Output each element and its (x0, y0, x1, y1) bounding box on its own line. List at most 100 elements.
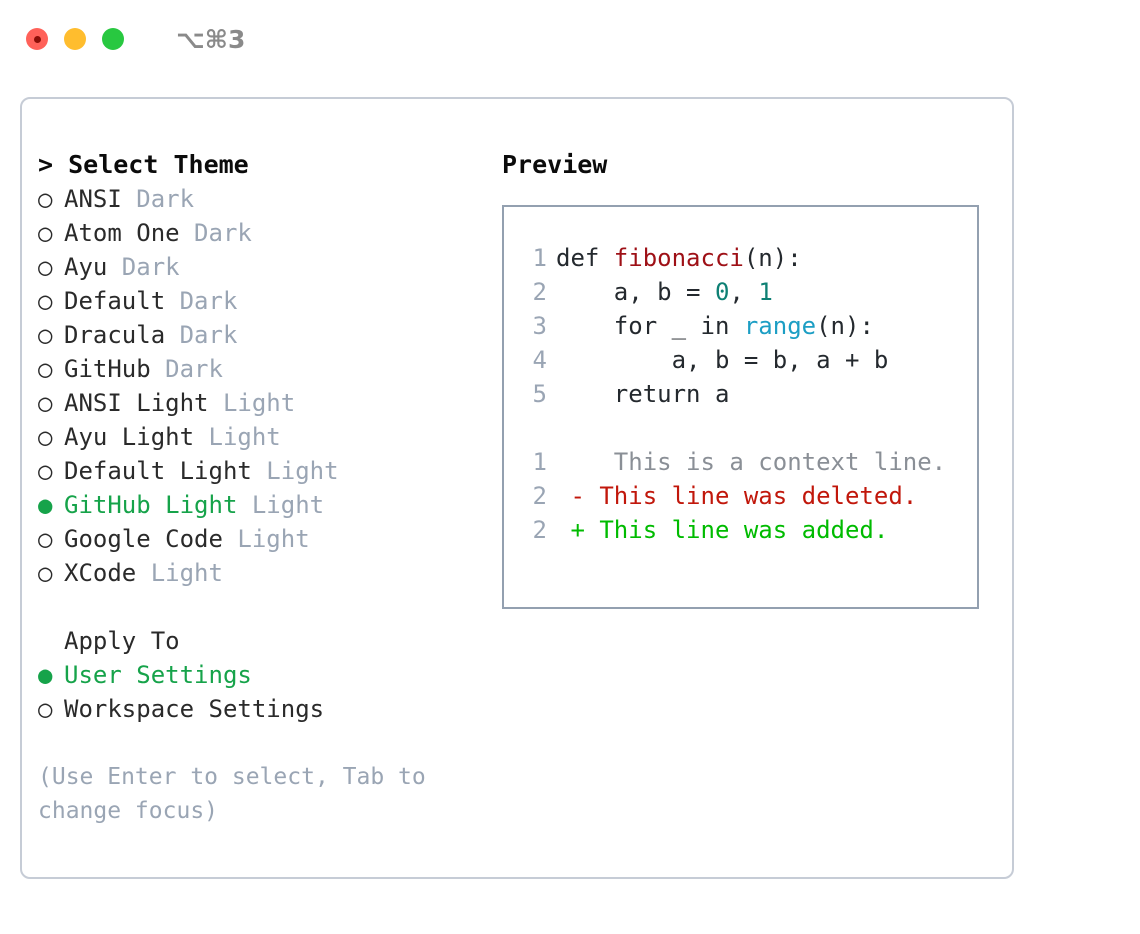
theme-variant-tag: Light (194, 423, 281, 451)
code-line-content: return a (556, 377, 730, 411)
radio-unselected-icon: ○ (38, 253, 53, 281)
diff-line-ctx: 1 This is a context line. (504, 445, 977, 479)
theme-variant-tag: Dark (179, 219, 252, 247)
theme-variant-tag: Dark (121, 185, 195, 213)
code-token-plain: (n): (816, 312, 874, 340)
apply-to-option-workspace-settings[interactable]: ○Workspace Settings (38, 692, 498, 726)
theme-variant-tag: Dark (165, 321, 238, 349)
apply-to-heading-label: Apply To (64, 627, 180, 655)
minimize-button[interactable] (64, 28, 86, 50)
code-token-plain: a, b = b, a + b (556, 346, 889, 374)
radio-unselected-icon: ○ (38, 559, 53, 587)
theme-option-atom-one[interactable]: ○ Atom One Dark (38, 216, 498, 250)
code-token-kw: return a (556, 380, 730, 408)
code-line-number: 2 (532, 278, 547, 306)
keyboard-hint-text: (Use Enter to select, Tab to change focu… (38, 764, 440, 824)
theme-option-ansi-light[interactable]: ○ANSI Light Light (38, 386, 498, 420)
theme-option-label: Ayu Light (64, 423, 195, 451)
theme-option-list: ○ANSI Dark○Atom One Dark○Ayu Dark○Defaul… (38, 182, 498, 590)
apply-to-option-label: User Settings (64, 661, 252, 689)
code-line: 5 return a (504, 377, 977, 411)
theme-option-label: Atom One (64, 219, 180, 247)
apply-to-heading-spacer: ○ (38, 624, 64, 658)
radio-unselected-icon: ○ (38, 321, 53, 349)
theme-variant-tag: Dark (150, 355, 223, 383)
code-line: 2 a, b = 0, 1 (504, 275, 977, 309)
code-token-plain: , (729, 278, 759, 306)
theme-option-label: Default Light (64, 457, 252, 485)
close-button[interactable] (26, 28, 48, 50)
theme-option-github-light[interactable]: ●GitHub Light Light (38, 488, 498, 522)
code-line-number: 4 (532, 346, 547, 374)
code-line-number: 3 (532, 312, 547, 340)
code-token-plain: (n): (743, 244, 802, 272)
apply-to-option-label: Workspace Settings (64, 695, 325, 723)
theme-option-xcode[interactable]: ○XCode Light (38, 556, 498, 590)
code-line: 1 def fibonacci(n): (504, 241, 977, 275)
code-token-kw: for _ in (556, 312, 744, 340)
theme-option-default[interactable]: ○ Default Dark (38, 284, 498, 318)
theme-option-label: ANSI Light (64, 389, 209, 417)
code-diff-spacer (504, 411, 977, 445)
radio-unselected-icon: ○ (38, 219, 53, 247)
code-line-number: 1 (532, 244, 547, 272)
traffic-light-group (26, 28, 124, 50)
diff-line-number: 1 (532, 448, 547, 476)
code-token-call: range (743, 312, 817, 340)
theme-option-label: Ayu (64, 253, 108, 281)
title-bar: ⌥⌘3 (0, 0, 1140, 78)
theme-option-label: ANSI (64, 185, 122, 213)
diff-line-number: 2 (532, 482, 547, 510)
theme-option-ayu[interactable]: ○ Ayu Dark (38, 250, 498, 284)
apply-to-option-list: ● User Settings ○Workspace Settings (38, 658, 498, 726)
code-token-plain: a, b = (556, 278, 715, 306)
diff-line-del: 2 - This line was deleted. (504, 479, 977, 513)
theme-option-label: Default (64, 287, 166, 315)
code-token-kw: def (556, 244, 614, 272)
radio-unselected-icon: ○ (38, 355, 53, 383)
theme-variant-tag: Dark (165, 287, 238, 315)
theme-variant-tag: Light (237, 491, 325, 519)
theme-option-label: XCode (64, 559, 137, 587)
select-theme-heading: > Select Theme (38, 150, 249, 179)
theme-option-github[interactable]: ○ GitHub Dark (38, 352, 498, 386)
apply-to-heading: ○Apply To (38, 624, 498, 658)
code-line-content: def fibonacci(n): (556, 241, 802, 275)
code-line: 3 for _ in range(n): (504, 309, 977, 343)
theme-variant-tag: Light (251, 457, 339, 485)
theme-option-label: Dracula (64, 321, 166, 349)
code-line-content: a, b = b, a + b (556, 343, 889, 377)
radio-unselected-icon: ○ (38, 287, 53, 315)
theme-variant-tag: Dark (107, 253, 180, 281)
code-token-num: 1 (758, 278, 773, 306)
theme-selector-column: > Select Theme ○ANSI Dark○Atom One Dark○… (38, 148, 498, 828)
main-panel: > Select Theme ○ANSI Dark○Atom One Dark○… (20, 97, 1014, 879)
diff-line-content: - This line was deleted. (556, 482, 918, 510)
radio-selected-icon: ● (38, 491, 53, 519)
diff-sample: 1 This is a context line.2 - This line w… (504, 445, 977, 547)
code-line-content: for _ in range(n): (556, 309, 874, 343)
code-line-content: a, b = 0, 1 (556, 275, 773, 309)
theme-variant-tag: Light (222, 525, 310, 553)
theme-option-ayu-light[interactable]: ○Ayu Light Light (38, 420, 498, 454)
radio-selected-icon: ● (38, 661, 53, 689)
theme-option-dracula[interactable]: ○ Dracula Dark (38, 318, 498, 352)
theme-option-label: GitHub (64, 355, 151, 383)
panel-columns: > Select Theme ○ANSI Dark○Atom One Dark○… (22, 99, 1012, 877)
code-token-num: 0 (714, 278, 730, 306)
maximize-button[interactable] (102, 28, 124, 50)
radio-unselected-icon: ○ (38, 525, 53, 553)
apply-to-option-user-settings[interactable]: ● User Settings (38, 658, 498, 692)
code-line: 4 a, b = b, a + b (504, 343, 977, 377)
keyboard-shortcut-label: ⌥⌘3 (176, 24, 246, 54)
radio-unselected-icon: ○ (38, 457, 53, 485)
theme-option-default-light[interactable]: ○ Default Light Light (38, 454, 498, 488)
code-token-fn: fibonacci (613, 244, 744, 272)
diff-line-add: 2 + This line was added. (504, 513, 977, 547)
theme-option-ansi[interactable]: ○ANSI Dark (38, 182, 498, 216)
theme-option-google-code[interactable]: ○Google Code Light (38, 522, 498, 556)
